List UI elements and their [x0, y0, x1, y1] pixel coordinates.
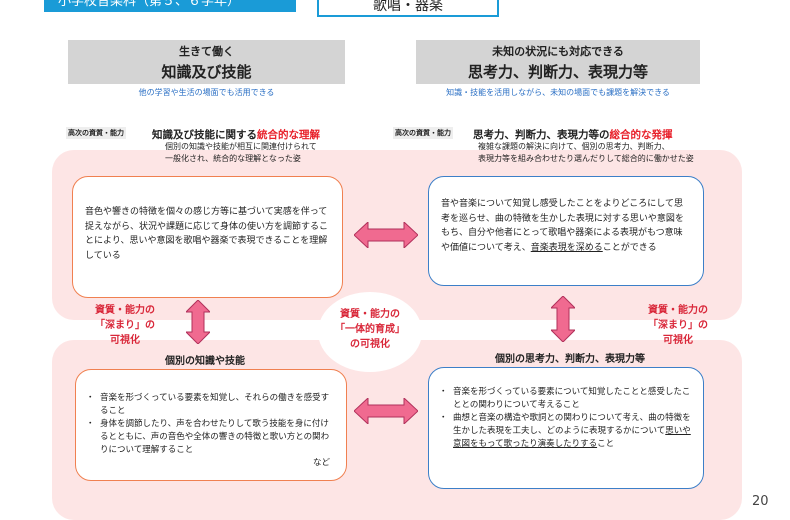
higher-label-right: 高次の資質・能力 — [393, 127, 453, 139]
desc-line: 一般化され、統合的な理解となった姿 — [165, 154, 301, 163]
label-line: 資質・能力の — [340, 309, 400, 320]
knowledge-header-small: 生きて働く — [179, 45, 234, 58]
list-item: 曲想と音楽の構造や歌詞との関わりについて考え、曲の特徴を生かした表現を工夫し、ど… — [439, 412, 693, 451]
topic-box: 歌唱・器楽 — [317, 0, 499, 17]
label-line: 資質・能力の — [95, 305, 155, 316]
heading-text: 知識及び技能に関する — [152, 129, 257, 141]
thinking-header-big: 思考力、判断力、表現力等 — [467, 63, 648, 81]
label-line: の可視化 — [350, 339, 390, 350]
desc-line: 複雑な課題の解決に向けて、個別の思考力、判断力、 — [478, 142, 670, 151]
item-text: こと — [597, 439, 615, 449]
box-text: ことができる — [602, 242, 657, 253]
heading-text: 思考力、判断力、表現力等の — [473, 129, 610, 141]
higher-label-left: 高次の資質・能力 — [66, 127, 126, 139]
double-arrow-vertical-icon — [186, 300, 210, 344]
higher-heading-right: 思考力、判断力、表現力等の総合的な発揮 — [473, 127, 673, 142]
integrated-knowledge-box: 音色や響きの特徴を個々の感じ方等に基づいて実感を伴って捉えながら、状況や課題に応… — [72, 176, 343, 298]
higher-desc-left: 個別の知識や技能が相互に関連付けられて一般化され、統合的な理解となった姿 — [165, 141, 317, 165]
higher-heading-left: 知識及び技能に関する統合的な理解 — [152, 127, 320, 142]
heading-emphasis: 統合的な理解 — [257, 129, 320, 141]
label-line: 「一体的育成」 — [335, 324, 405, 335]
center-ellipse — [318, 292, 422, 372]
course-banner: 小学校音楽科（第５、６学年） — [44, 0, 296, 12]
knowledge-header-big: 知識及び技能 — [161, 63, 252, 81]
list-item: 身体を調節したり、声を合わせたりして歌う技能を身に付けるとともに、声の音色や全体… — [86, 418, 336, 457]
list-item: 音楽を形づくっている要素を知覚し、それらの働きを感受すること — [86, 392, 336, 418]
box-emphasis: 音楽表現を深める — [530, 242, 603, 253]
thinking-subtitle: 知識・技能を活用しながら、未知の場面でも課題を解決できる — [446, 88, 670, 97]
label-line: 「深まり」の — [95, 320, 155, 331]
deepen-label-right: 資質・能力の「深まり」の可視化 — [633, 303, 723, 348]
etc-text: など — [312, 458, 330, 468]
thinking-header-small: 未知の状況にも対応できる — [492, 45, 624, 58]
knowledge-header: 生きて働く 知識及び技能 — [68, 40, 345, 84]
page-number: 20 — [752, 494, 769, 509]
thinking-header: 未知の状況にも対応できる 思考力、判断力、表現力等 — [416, 40, 700, 84]
heading-emphasis: 総合的な発揮 — [609, 129, 673, 141]
double-arrow-horizontal-icon — [354, 222, 418, 248]
label-line: 可視化 — [110, 335, 140, 346]
individual-knowledge-box: 音楽を形づくっている要素を知覚し、それらの働きを感受すること身体を調節したり、声… — [75, 369, 347, 481]
knowledge-subtitle: 他の学習や生活の場面でも活用できる — [138, 88, 275, 97]
label-line: 資質・能力の — [648, 305, 708, 316]
item-emphasis: 思いや意図をもって歌ったり演奏したりする — [453, 426, 691, 449]
integrated-development-label: 資質・能力の「一体的育成」の可視化 — [325, 307, 415, 352]
box-text: 音や音楽について知覚し感受したことをよりどころにして思考を巡らせ、曲の特徴を生か… — [441, 199, 684, 253]
list-item: 音楽を形づくっている要素について知覚したことと感受したこととの関わりについて考え… — [439, 386, 693, 412]
item-text: 曲想と音楽の構造や歌詞との関わりについて考え、曲の特徴を生かした表現を工夫し、ど… — [453, 413, 691, 436]
integrated-thinking-box: 音や音楽について知覚し感受したことをよりどころにして思考を巡らせ、曲の特徴を生か… — [428, 176, 704, 286]
individual-thinking-box: 音楽を形づくっている要素について知覚したことと感受したこととの関わりについて考え… — [428, 367, 704, 489]
deepen-label-left: 資質・能力の「深まり」の可視化 — [80, 303, 170, 348]
desc-line: 表現力等を組み合わせたり選んだりして総合的に働かせた姿 — [478, 154, 694, 163]
individual-thinking-caption: 個別の思考力、判断力、表現力等 — [495, 354, 645, 365]
higher-desc-right: 複雑な課題の解決に向けて、個別の思考力、判断力、表現力等を組み合わせたり選んだり… — [478, 141, 694, 165]
double-arrow-vertical-icon — [551, 296, 575, 342]
double-arrow-horizontal-icon — [354, 398, 418, 424]
desc-line: 個別の知識や技能が相互に関連付けられて — [165, 142, 317, 151]
label-line: 「深まり」の — [648, 320, 708, 331]
label-line: 可視化 — [663, 335, 693, 346]
individual-knowledge-caption: 個別の知識や技能 — [165, 356, 245, 367]
